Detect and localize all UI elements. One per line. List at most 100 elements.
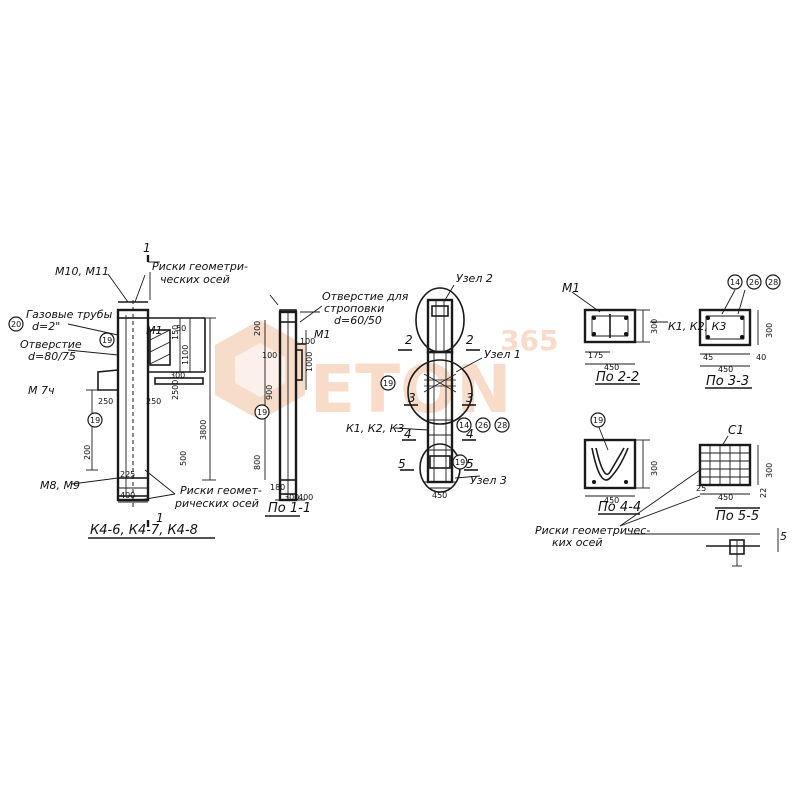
label-node-2: Узел 2 [456, 272, 493, 285]
section-mark-4-left: 4 [404, 427, 412, 441]
label-node-3: Узел 3 [470, 474, 507, 487]
callout-19-center-a: 19 [383, 379, 393, 388]
risk-label-right: Риски геометричес- ких осей 5 [535, 469, 787, 567]
label-m1-side: М1 [314, 328, 331, 341]
dim-value: 100 [300, 337, 315, 346]
label-center-marks: К1, К2, К3 [346, 422, 404, 435]
section-mark-4-right: 4 [466, 427, 474, 441]
section-mark-2-left: 2 [405, 333, 413, 347]
dim-value: 250 [146, 397, 161, 406]
dim-450-center: 450 [432, 491, 447, 500]
callout-26-sec33: 26 [749, 278, 759, 287]
dim-value: 500 [179, 451, 188, 466]
callout-19-center-b: 19 [455, 458, 465, 467]
mark-5: 5 [780, 530, 787, 543]
label-risk-bot-1: Риски геомет- [180, 484, 262, 497]
section-mark-5-right: 5 [466, 457, 474, 471]
label-risk-right-1: Риски геометричес- [535, 524, 650, 537]
dim-value: 50 [176, 324, 186, 333]
label-marks-top: М10, М11 [55, 265, 109, 278]
callout-14-sec33: 14 [730, 278, 740, 287]
left-dimension-values: 250 250 3800 1100 150 300 50 200 225 400… [83, 324, 208, 500]
dim-value: 180 [270, 483, 285, 492]
label-hole-lift-2: строповки [324, 302, 384, 315]
dim-value: 3800 [199, 420, 208, 440]
watermark-number: 365 [500, 324, 558, 357]
label-m8: М8, М9 [40, 479, 80, 492]
section-mark-5-left: 5 [398, 457, 406, 471]
dim-value: 100 [262, 351, 277, 360]
section-mark-3-left: 3 [408, 391, 416, 405]
dim-value: 2500 [171, 380, 180, 400]
label-marks-sec22: К1, К2, К3 [668, 320, 726, 333]
callout-19-a: 19 [102, 336, 112, 345]
label-gas-pipe-1: Газовые трубы [26, 308, 113, 321]
title-section-3-3: По 3-3 [706, 374, 749, 389]
dim-450-sec22: 450 [604, 363, 619, 372]
dim-value: 800 [253, 455, 262, 470]
dim-25-sec55: 25 [696, 484, 706, 493]
dim-value: 300 [170, 371, 185, 380]
section-5-5: С1 300 450 25 22 По 5-5 [696, 423, 774, 524]
dim-300-sec22: 300 [650, 319, 659, 334]
title-section-4-4: По 4-4 [598, 500, 641, 515]
dim-450-sec55: 450 [718, 493, 733, 502]
label-node-1: Узел 1 [484, 348, 521, 361]
label-risk-top-2: ческих осей [160, 273, 230, 286]
callout-19-sec44: 19 [593, 416, 603, 425]
dim-175-sec22: 175 [588, 351, 603, 360]
title-left-view: К4-6, К4-7, К4-8 [90, 523, 198, 538]
callout-26: 26 [478, 421, 488, 430]
dim-450-sec44: 450 [604, 496, 619, 505]
label-m1: М1 [146, 324, 163, 337]
dim-value: 200 [83, 445, 92, 460]
side-dimension-values: 200 100 100 1000 900 800 180 300 400 [253, 321, 315, 502]
dim-value: 150 [171, 325, 180, 340]
label-risk-bot-2: рических осей [174, 497, 259, 510]
title-section-1-1: По 1-1 [268, 501, 311, 516]
dim-value: 1000 [305, 352, 314, 372]
dim-450-sec33: 450 [718, 365, 733, 374]
dim-value: 200 [253, 321, 262, 336]
label-risk-top-1: Риски геометри- [152, 260, 248, 273]
section-4-4: 19 300 450 По 4-4 [583, 412, 659, 515]
label-hole-2: d=80/75 [28, 350, 76, 363]
callout-19-side: 19 [257, 408, 267, 417]
dim-300-sec55: 300 [765, 463, 774, 478]
label-risk-right-2: ких осей [552, 536, 603, 549]
label-gas-pipe-2: d=2" [32, 320, 60, 333]
dim-300-sec33: 300 [765, 323, 774, 338]
dim-value: 300 [284, 493, 299, 502]
callout-28-sec33: 28 [768, 278, 778, 287]
callout-14: 14 [459, 421, 469, 430]
dim-value: 900 [265, 385, 274, 400]
dim-value: 400 [298, 493, 313, 502]
dim-22-sec55: 22 [759, 488, 768, 498]
dim-45-sec33: 45 [703, 353, 713, 362]
label-hole-lift-1: Отверстие для [322, 290, 409, 303]
label-m7: М 7ч [28, 384, 55, 397]
label-c1: С1 [728, 423, 744, 437]
watermark-brand: ETON [310, 351, 511, 428]
dim-300-sec44: 300 [650, 461, 659, 476]
section-3-3: 14 26 28 300 45 450 40 По 3-3 [698, 274, 781, 389]
section-mark-2-right: 2 [466, 333, 474, 347]
callout-19-b: 19 [90, 416, 100, 425]
dim-value: 400 [120, 491, 135, 500]
watermark: ETON 365 [215, 320, 558, 428]
label-hole-lift-3: d=60/50 [334, 314, 382, 327]
label-hole-1: Отверстие [20, 338, 82, 351]
section-mark-1-bottom: 1 [156, 511, 164, 525]
left-column-view: М10, М11 Риски геометри- ческих осей 1 1… [8, 241, 262, 539]
callout-20: 20 [11, 320, 21, 329]
label-m1-sec22: М1 [562, 281, 580, 295]
center-column-view: Узел 2 Узел 1 Узел 3 К1, К2, К3 14 26 28… [346, 272, 521, 500]
section-mark-3-right: 3 [466, 391, 474, 405]
side-view-1-1: Отверстие для строповки d=60/50 М1 19 По… [253, 290, 409, 517]
callout-28: 28 [497, 421, 507, 430]
title-section-5-5: По 5-5 [716, 509, 759, 524]
title-section-2-2: По 2-2 [596, 370, 639, 385]
dim-value: 225 [120, 470, 135, 479]
dim-40-sec33: 40 [756, 353, 766, 362]
